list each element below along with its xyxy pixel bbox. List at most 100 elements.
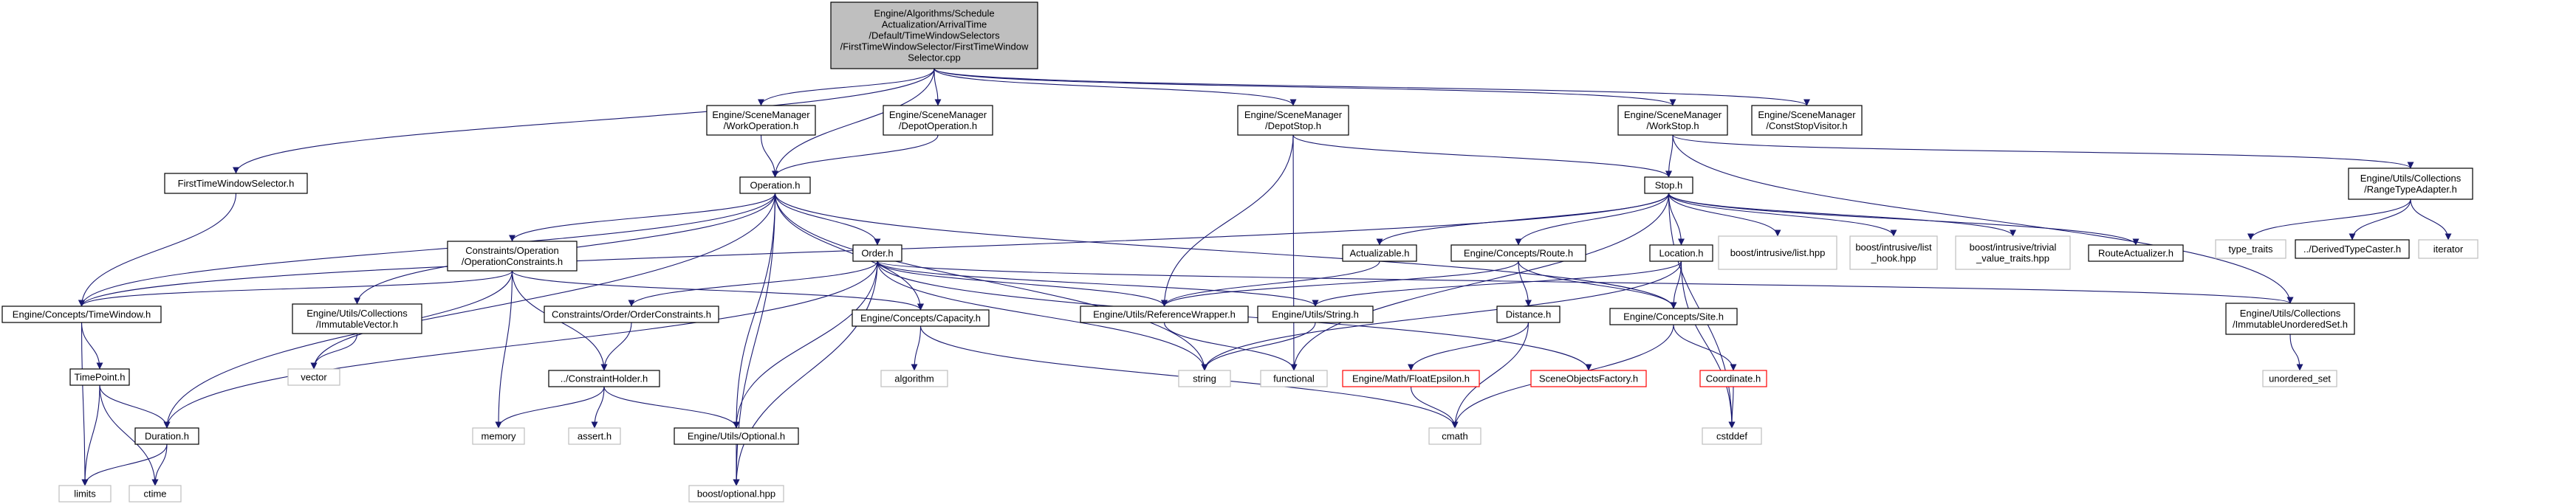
node-immuset[interactable]: Engine/Utils/Collections/ImmutableUnorde… — [2225, 303, 2355, 335]
node-actualizable-box — [1342, 244, 1417, 262]
node-asserth-label: assert.h — [578, 431, 612, 442]
node-depotstop[interactable]: Engine/SceneManager/DepotStop.h — [1237, 105, 1349, 136]
node-immuset-box — [2225, 303, 2355, 335]
node-order[interactable]: Order.h — [852, 244, 902, 262]
node-optional[interactable]: Engine/Utils/Optional.h — [674, 427, 799, 445]
node-route[interactable]: Engine/Concepts/Route.h — [1450, 244, 1586, 262]
node-depotop-box — [883, 105, 993, 136]
edge-enginestring-to-string — [1201, 322, 1316, 371]
node-conststop-label: Engine/SceneManager — [1758, 109, 1856, 120]
node-stop[interactable]: Stop.h — [1644, 176, 1693, 194]
node-location[interactable]: Location.h — [1649, 244, 1713, 262]
edge-rangetype-to-derivedtc — [2349, 199, 2411, 241]
node-duration-label: Duration.h — [145, 431, 189, 442]
node-bilisthook-label: _hook.hpp — [1871, 253, 1916, 264]
edge-workstop-to-rangetype — [1672, 134, 2414, 169]
node-floateps[interactable]: Engine/Math/FloatEpsilon.h — [1342, 370, 1480, 387]
node-string: string — [1178, 370, 1231, 387]
node-site[interactable]: Engine/Concepts/Site.h — [1609, 308, 1738, 325]
node-sceneobj-label: SceneObjectsFactory.h — [1539, 373, 1638, 384]
node-stop-box — [1644, 176, 1693, 194]
node-opconstraints-label: Constraints/Operation — [465, 245, 558, 256]
edge-actualizable-to-refwrapper — [1161, 260, 1380, 307]
node-orderconstraints[interactable]: Constraints/Order/OrderConstraints.h — [544, 305, 719, 323]
node-enginestring-box — [1257, 305, 1374, 323]
node-stop-label: Stop.h — [1655, 180, 1683, 191]
node-workop-box — [706, 105, 816, 136]
edge-operation-to-timewindow — [78, 193, 776, 307]
node-ftws[interactable]: FirstTimeWindowSelector.h — [164, 173, 308, 194]
node-enginestring[interactable]: Engine/Utils/String.h — [1257, 305, 1374, 323]
edge-order-to-duration — [163, 260, 878, 429]
node-consholder[interactable]: ../ConstraintHolder.h — [548, 370, 660, 387]
node-workstop[interactable]: Engine/SceneManager/WorkStop.h — [1617, 105, 1728, 136]
node-refwrapper[interactable]: Engine/Utils/ReferenceWrapper.h — [1080, 305, 1249, 323]
node-sceneobj[interactable]: SceneObjectsFactory.h — [1530, 370, 1647, 387]
edge-order-to-immuset — [877, 260, 2293, 304]
edge-operation-to-capacity — [774, 193, 924, 311]
node-coordinate[interactable]: Coordinate.h — [1699, 370, 1767, 387]
edge-rangetype-to-iterator — [2410, 199, 2452, 241]
node-route-label: Engine/Concepts/Route.h — [1464, 248, 1573, 259]
node-root-label: Actualization/ArrivalTime — [882, 19, 987, 30]
node-derivedtc[interactable]: ../DerivedTypeCaster.h — [2295, 239, 2410, 259]
node-limits-label: limits — [74, 489, 96, 500]
edge-route-to-site — [1518, 260, 1677, 309]
edge-consholder-to-memory — [495, 386, 605, 429]
node-functional: functional — [1260, 370, 1328, 387]
edge-operation-to-optional — [733, 193, 776, 429]
edge-depotop-to-operation — [772, 134, 939, 178]
node-routeact[interactable]: RouteActualizer.h — [2088, 244, 2184, 262]
node-coordinate-label: Coordinate.h — [1706, 373, 1761, 384]
node-rangetype[interactable]: Engine/Utils/Collections/RangeTypeAdapte… — [2348, 168, 2473, 200]
edge-root-to-workstop — [934, 68, 1676, 106]
node-cmath-label: cmath — [1442, 431, 1467, 442]
node-immvector[interactable]: Engine/Utils/Collections/ImmutableVector… — [292, 303, 422, 334]
node-functional-label: functional — [1273, 373, 1315, 384]
edge-duration-to-limits — [81, 443, 168, 486]
node-bilisthook: boost/intrusive/list_hook.hpp — [1849, 235, 1938, 270]
edge-workop-to-operation — [760, 134, 778, 178]
edge-timewindow-to-timepoint — [80, 322, 103, 370]
edge-root-to-conststop — [934, 68, 1810, 106]
node-root-label: /FirstTimeWindowSelector/FirstTimeWindow — [840, 41, 1029, 52]
node-root[interactable]: Engine/Algorithms/ScheduleActualization/… — [830, 1, 1038, 69]
node-algorithm-box — [880, 370, 948, 387]
node-ftws-label: FirstTimeWindowSelector.h — [178, 178, 295, 189]
node-typetraits-box — [2215, 239, 2286, 259]
node-opconstraints-label: /OperationConstraints.h — [462, 256, 563, 267]
node-workstop-label: Engine/SceneManager — [1624, 109, 1722, 120]
node-distance-box — [1496, 305, 1561, 323]
edge-timewindow-to-limits — [80, 322, 89, 486]
edge-route-to-distance — [1518, 260, 1532, 307]
edge-workstop-to-stop — [1665, 134, 1674, 178]
node-workop[interactable]: Engine/SceneManager/WorkOperation.h — [706, 105, 816, 136]
node-floateps-box — [1342, 370, 1480, 387]
node-timewindow[interactable]: Engine/Concepts/TimeWindow.h — [1, 305, 162, 323]
node-immvector-label: /ImmutableVector.h — [316, 319, 398, 330]
node-location-label: Location.h — [1659, 248, 1704, 259]
node-route-box — [1450, 244, 1586, 262]
node-timepoint[interactable]: TimePoint.h — [69, 368, 130, 386]
node-depotstop-label: /DepotStop.h — [1265, 120, 1321, 131]
node-duration[interactable]: Duration.h — [134, 427, 199, 445]
node-operation[interactable]: Operation.h — [739, 176, 811, 194]
node-opconstraints[interactable]: Constraints/Operation/OperationConstrain… — [447, 241, 578, 272]
edge-opconstraints-to-capacity — [511, 270, 924, 311]
node-depotop[interactable]: Engine/SceneManager/DepotOperation.h — [883, 105, 993, 136]
node-distance[interactable]: Distance.h — [1496, 305, 1561, 323]
node-site-label: Engine/Concepts/Site.h — [1623, 311, 1724, 322]
node-capacity-box — [852, 309, 990, 327]
node-depotop-label: Engine/SceneManager — [889, 109, 987, 120]
node-bilist-label: boost/intrusive/list.hpp — [1730, 247, 1826, 258]
node-immuset-label: Engine/Utils/Collections — [2240, 308, 2341, 319]
node-capacity[interactable]: Engine/Concepts/Capacity.h — [852, 309, 990, 327]
node-immvector-box — [292, 303, 422, 334]
edge-distance-to-cmath — [1451, 322, 1530, 429]
node-actualizable[interactable]: Actualizable.h — [1342, 244, 1417, 262]
node-distance-label: Distance.h — [1506, 309, 1551, 320]
node-rangetype-label: /RangeTypeAdapter.h — [2364, 184, 2457, 195]
node-coordinate-box — [1699, 370, 1767, 387]
node-conststop[interactable]: Engine/SceneManager/ConstStopVisitor.h — [1751, 105, 1863, 136]
node-typetraits-label: type_traits — [2229, 244, 2273, 255]
